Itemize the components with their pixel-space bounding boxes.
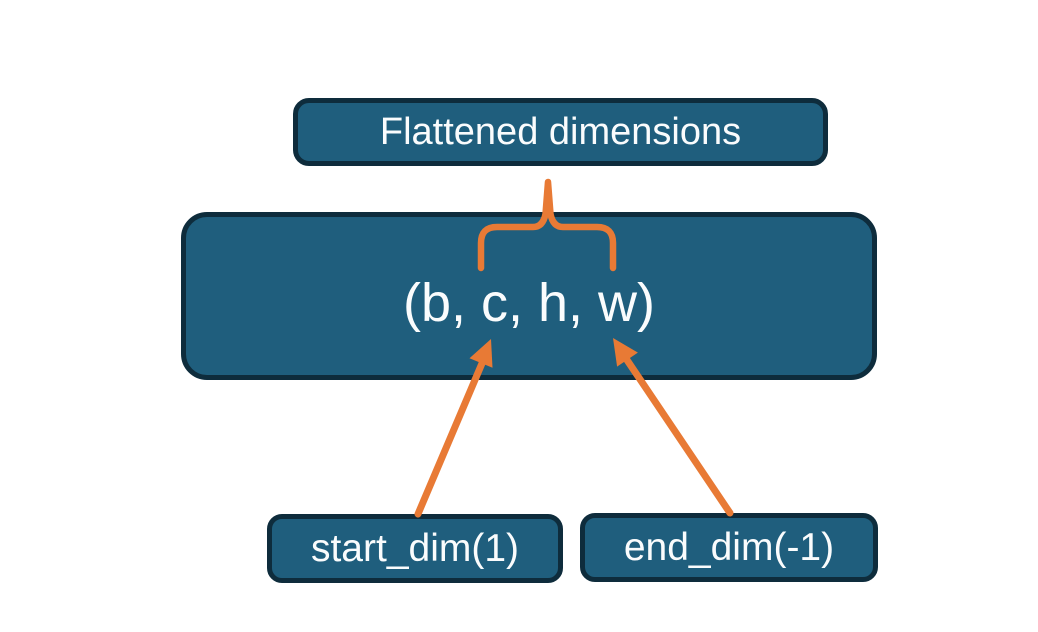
tensor-shape-box: (b, c, h, w) xyxy=(181,212,877,380)
end-dim-label: end_dim(-1) xyxy=(623,526,835,569)
flattened-dimensions-label: Flattened dimensions xyxy=(379,111,742,153)
start-dim-label: start_dim(1) xyxy=(310,527,520,570)
flattened-dimensions-box: Flattened dimensions xyxy=(293,98,828,166)
tensor-shape-label: (b, c, h, w) xyxy=(402,273,656,333)
end-dim-box: end_dim(-1) xyxy=(580,513,878,582)
start-dim-box: start_dim(1) xyxy=(267,514,563,583)
